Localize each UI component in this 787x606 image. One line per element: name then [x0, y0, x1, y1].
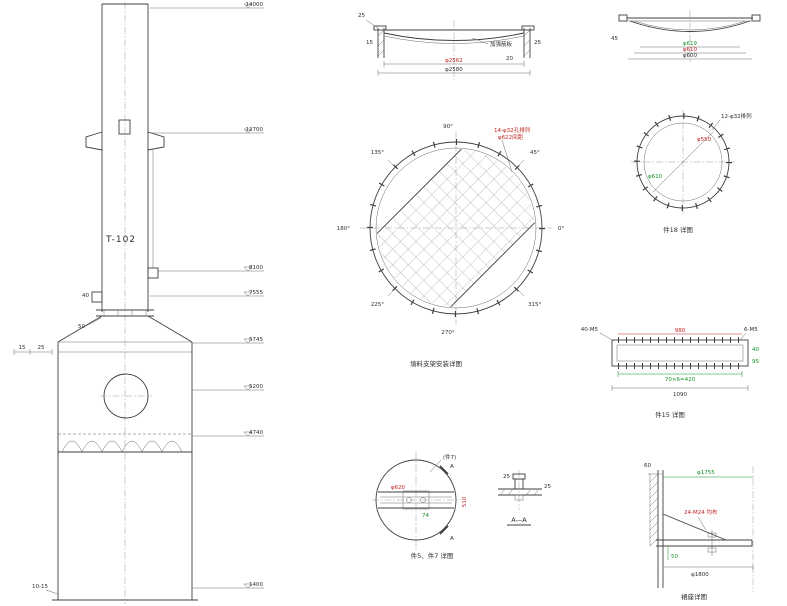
tray-diameter-outer: φ2580	[445, 67, 463, 73]
tray-section-view: 25 15 20 25 φ2562 φ2580 加强筋板	[358, 13, 541, 80]
nozzle-dim: φ620	[391, 485, 406, 491]
nozzle-leader: (件7)	[443, 453, 456, 461]
angle-label: 0°	[558, 226, 564, 232]
angle-label: 45°	[530, 150, 540, 156]
aa-dim: 25	[544, 484, 551, 490]
skirt-caption: 裙座详图	[681, 592, 707, 601]
angle-label: 90°	[443, 124, 453, 130]
angle-label: 270°	[441, 330, 454, 336]
equipment-tag: T-102	[105, 235, 136, 245]
angle-label: 225°	[371, 302, 384, 308]
tray-dim: 20	[506, 56, 513, 62]
section-mark: A	[450, 536, 454, 542]
head-diameter: φ600	[683, 53, 698, 59]
nozzle-dim: 510	[462, 496, 468, 507]
tray-dim: 25	[534, 40, 541, 46]
section-aa-view: 25 25 A—A	[498, 470, 551, 526]
elevation-label: 12700	[246, 127, 264, 133]
plan-note: φ622间距	[498, 133, 524, 141]
plate-dim: 95	[752, 359, 759, 365]
angle-label: 135°	[371, 150, 384, 156]
skirt-dim: φ1755	[697, 470, 715, 476]
nozzle-caption: 件5、件7 详图	[411, 551, 454, 560]
nozzle-dim: 74	[422, 513, 429, 519]
skirt-dim: 60	[644, 463, 651, 469]
tower-dim: 40	[82, 293, 89, 299]
tray-dim: 15	[366, 40, 373, 46]
angle-label: 315°	[528, 302, 541, 308]
elevation-label: 8100	[249, 265, 263, 271]
tray-dim: 25	[358, 13, 365, 19]
tower-dim: 25	[38, 345, 45, 351]
elevation-label: 7555	[249, 290, 263, 296]
plan-caption: 填料支架安装详图	[410, 359, 462, 368]
tower-dim: 10-15	[32, 584, 48, 590]
tower-dim: 15	[19, 345, 26, 351]
angle-label: 180°	[337, 226, 350, 232]
tray-diameter-inner: φ2562	[445, 58, 463, 64]
nozzle-detail-view: A A (件7) φ620 74 510 件5、件7 详图	[372, 452, 468, 560]
head-diameter: φ619	[683, 41, 698, 47]
head-diameter: φ610	[683, 47, 698, 53]
skirt-dim: φ1800	[691, 572, 709, 578]
elevation-label: 5200	[249, 384, 263, 390]
flange-caption: 件18 详图	[663, 225, 693, 234]
flange-note: 12-φ32排列	[721, 112, 752, 120]
plate-dim: 70×6=420	[665, 377, 696, 383]
aa-dim: 25	[503, 474, 510, 480]
elevation-label: 1400	[249, 582, 263, 588]
tower-dim: 50	[78, 324, 85, 330]
plate-dim: 980	[675, 328, 686, 334]
elevation-label: 5745	[249, 337, 263, 343]
plate-detail-view: 980 40-M5 6-M5 70×6=420 1090 40 95 件15 详…	[581, 327, 760, 419]
plan-note: 14-φ32孔排列	[494, 126, 531, 134]
plate-note: 40-M5	[581, 327, 599, 333]
tower-elevation-view: 14000 12700 8100 7555 5745 5200 4740 140…	[13, 2, 264, 604]
section-mark: A	[450, 464, 454, 470]
elevation-label: 4740	[249, 430, 263, 436]
flange-diameter: φ550	[697, 137, 712, 143]
skirt-note: 24-M24 均布	[684, 508, 718, 516]
flange-detail-view: φ550 φ610 12-φ32排列 件18 详图	[631, 110, 752, 234]
plate-note: 6-M5	[744, 327, 758, 333]
aa-caption: A—A	[511, 516, 527, 524]
elevation-label: 14000	[246, 2, 264, 8]
packing-support-plan-view: 90° 45° 0° 315° 270° 225° 180° 135° 14-φ…	[337, 124, 565, 368]
plate-caption: 件15 详图	[655, 410, 685, 419]
head-dim: 45	[611, 36, 618, 42]
tray-note: 加强筋板	[490, 40, 513, 48]
skirt-detail-view: 60 φ1755 24-M24 均布 50 φ1800 裙座详图	[644, 463, 754, 601]
flange-diameter: φ610	[648, 174, 663, 180]
plate-dim: 1090	[673, 392, 687, 398]
plate-dim: 40	[752, 347, 759, 353]
head-section-view: 45 φ619 φ610 φ600	[611, 10, 761, 62]
skirt-dim: 50	[671, 554, 678, 560]
